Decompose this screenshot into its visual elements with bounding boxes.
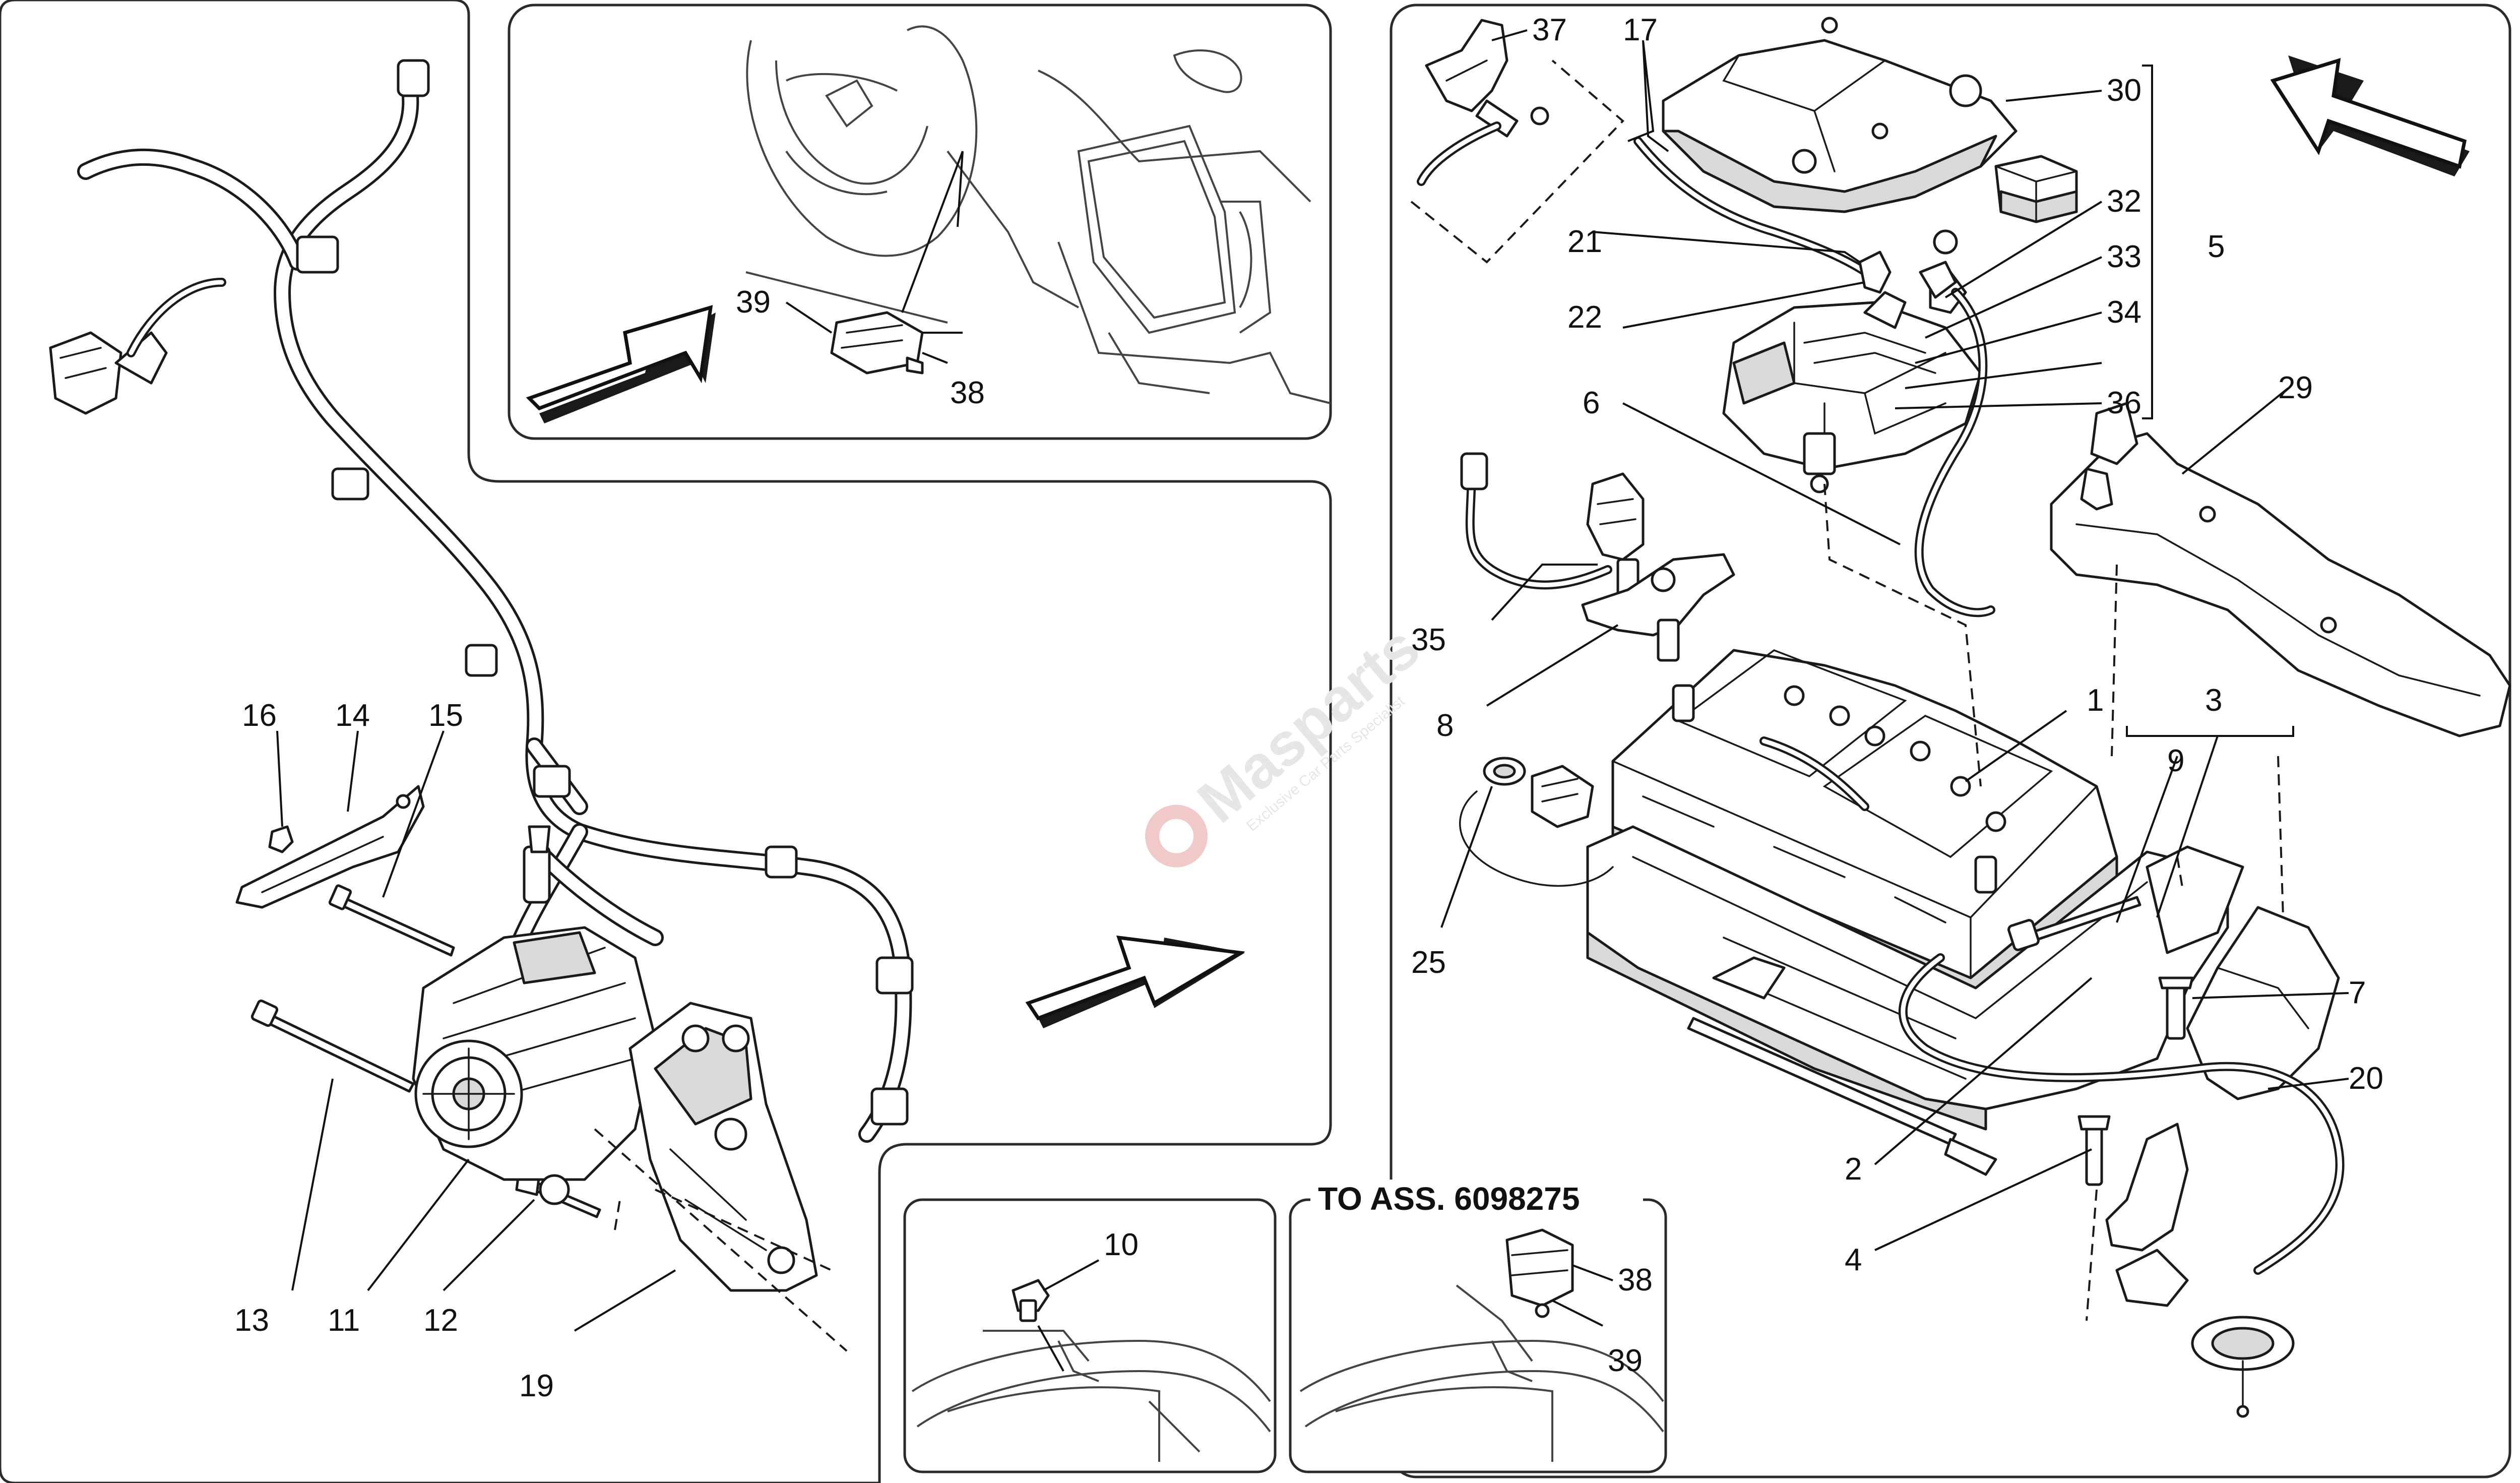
bolt-4 <box>2077 1115 2111 1186</box>
callout-20: 20 <box>2349 1061 2383 1096</box>
callout-38-trunk: 38 <box>1618 1263 1653 1297</box>
relay-module <box>1994 155 2078 223</box>
callout-8: 8 <box>1436 708 1454 743</box>
terminal-8 <box>1581 553 1735 662</box>
assembly-note-bg <box>1310 1180 1643 1220</box>
bracket-20 <box>2105 1123 2189 1307</box>
callout-15: 15 <box>428 698 463 733</box>
callout-16: 16 <box>242 698 277 733</box>
callout-38-interior: 38 <box>950 376 985 410</box>
panel-left-frame <box>0 0 1332 1483</box>
control-unit-30 <box>1662 17 2018 213</box>
callout-1: 1 <box>2087 683 2104 718</box>
ref-lines-left <box>594 1128 848 1352</box>
callout-7: 7 <box>2349 975 2366 1010</box>
bolt-15 <box>328 884 455 957</box>
interior-dashboard <box>745 25 1331 404</box>
assembly-note: TO ASS. 6098275 <box>1318 1181 1580 1217</box>
bracket-14 <box>235 785 425 909</box>
callout-33: 33 <box>2107 239 2141 274</box>
bolt-13 <box>250 999 415 1093</box>
module-38-trunk <box>1505 1228 1574 1318</box>
callout-39-interior: 39 <box>736 285 771 320</box>
callout-10: 10 <box>1104 1227 1139 1262</box>
callout-39-trunk: 39 <box>1608 1343 1643 1378</box>
bolt-7 <box>2158 976 2194 1040</box>
callout-30: 30 <box>2107 73 2141 108</box>
nut-21 <box>1933 229 1958 255</box>
hold-down-2 <box>1687 1017 1997 1176</box>
callout-34: 34 <box>2107 295 2141 330</box>
callout-2: 2 <box>1845 1152 1862 1187</box>
callout-32: 32 <box>2107 184 2141 219</box>
callout-37: 37 <box>1532 13 1567 47</box>
callout-4: 4 <box>1845 1243 1862 1277</box>
direction-arrow-icon <box>2270 55 2470 176</box>
callout-19: 19 <box>519 1369 554 1403</box>
callout-labels: 16 14 15 13 11 12 19 39 38 10 TO ASS. 60… <box>234 13 2383 1403</box>
direction-arrow-icon <box>1025 935 1245 1028</box>
callout-36: 36 <box>2107 386 2141 420</box>
terminal-37 <box>1425 19 1549 138</box>
callout-29: 29 <box>2278 370 2313 405</box>
callout-6: 6 <box>1583 386 1600 420</box>
panel-trunk-a <box>903 1198 1277 1473</box>
trunk-view-b <box>1299 1284 1664 1462</box>
callout-3: 3 <box>2205 683 2222 718</box>
fuse-box <box>1722 271 1982 493</box>
bracket-29 <box>2050 402 2511 737</box>
callout-14: 14 <box>335 698 370 733</box>
stud-10 <box>1012 1279 1050 1322</box>
callout-25: 25 <box>1411 945 1446 980</box>
leader-lines <box>276 29 2349 1332</box>
drain-grommet <box>2191 1316 2295 1418</box>
callout-22: 22 <box>1567 300 1602 335</box>
module-38-interior <box>830 311 924 375</box>
callout-9: 9 <box>2167 744 2184 778</box>
callout-21: 21 <box>1567 224 1602 259</box>
bolt-9 <box>2007 896 2141 951</box>
callout-13: 13 <box>234 1303 269 1338</box>
alternator-bracket-19 <box>628 1002 818 1292</box>
callout-5: 5 <box>2208 229 2225 264</box>
ref-lines-battery <box>1823 483 2284 1321</box>
main-harness <box>49 59 914 1143</box>
trunk-view-a <box>911 1330 1271 1462</box>
callout-12: 12 <box>423 1303 458 1338</box>
panel-trunk-b <box>1289 1198 1667 1473</box>
callout-17: 17 <box>1623 13 1658 47</box>
callout-35: 35 <box>1411 623 1446 657</box>
direction-arrow-icon <box>526 305 716 423</box>
ref-line-interior <box>901 151 964 334</box>
plug-25 <box>1459 757 1614 887</box>
ground-strap-35 <box>1460 452 1645 601</box>
panel-interior-inset <box>508 4 1332 440</box>
alternator-11 <box>412 825 657 1205</box>
terminal-clip <box>1531 765 1594 828</box>
callout-11: 11 <box>328 1303 360 1338</box>
battery-1 <box>1611 649 2118 1005</box>
